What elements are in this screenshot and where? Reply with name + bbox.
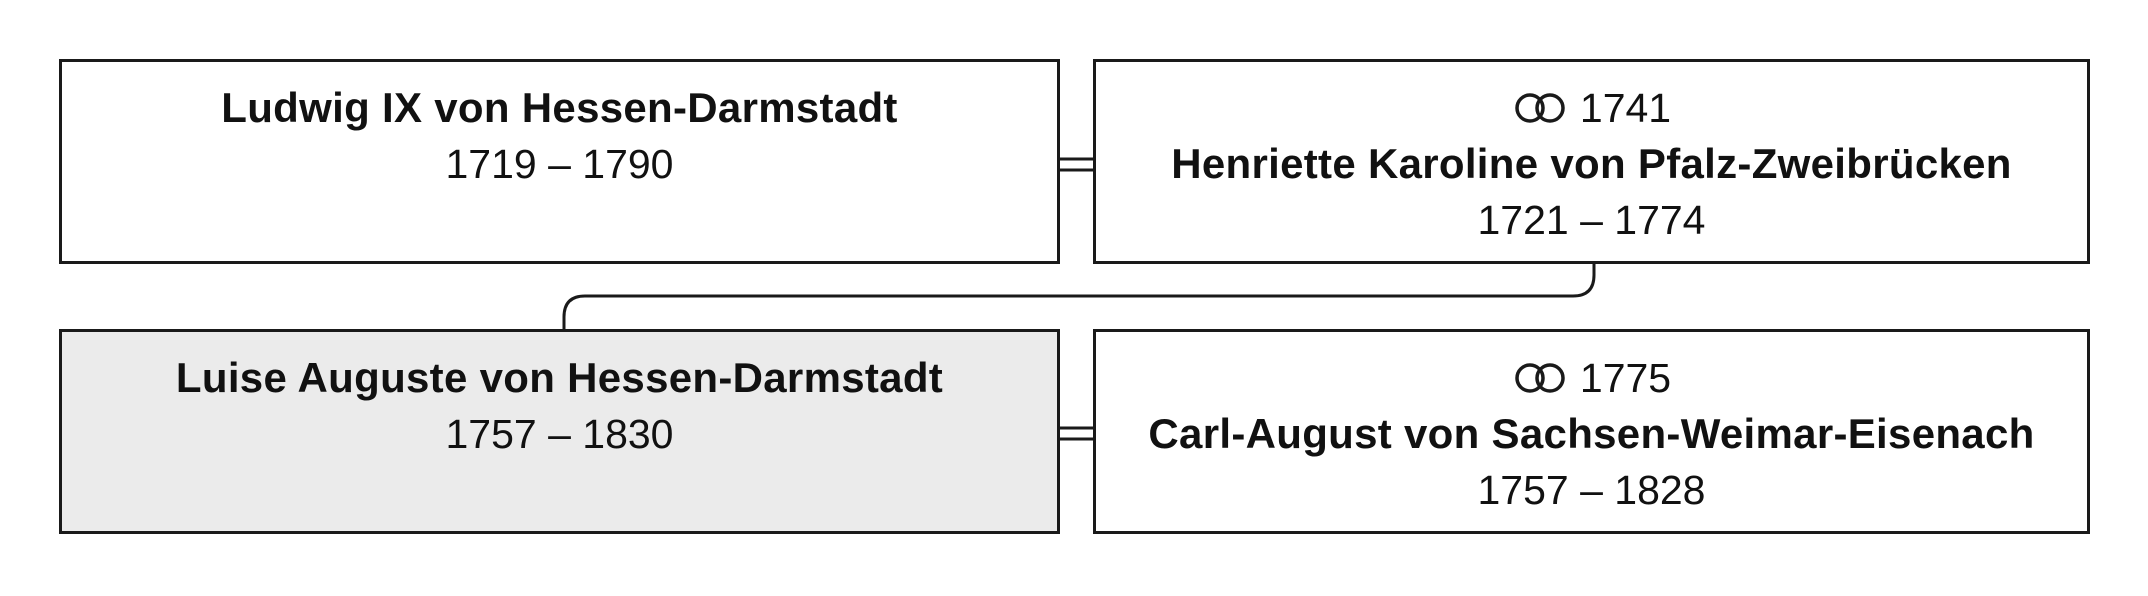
person-box-mother[interactable]: 1741 Henriette Karoline von Pfalz-Zweibr… [1093,59,2090,264]
person-dates: 1757 – 1830 [445,411,674,457]
marriage-year: 1741 [1579,85,1672,131]
marriage-info: 1775 [1512,350,1671,406]
person-name: Luise Auguste von Hessen-Darmstadt [175,354,944,401]
descent-line [562,264,1596,329]
marriage-link-subject [1060,426,1093,441]
person-dates: 1757 – 1828 [1477,467,1706,513]
person-box-subject[interactable]: Luise Auguste von Hessen-Darmstadt 1757 … [59,329,1060,534]
person-name: Carl-August von Sachsen-Weimar-Eisenach [1148,410,2035,457]
wedding-rings-icon [1515,363,1565,393]
marriage-year: 1775 [1579,355,1672,401]
person-box-spouse[interactable]: 1775 Carl-August von Sachsen-Weimar-Eise… [1093,329,2090,534]
person-box-father[interactable]: Ludwig IX von Hessen-Darmstadt 1719 – 17… [59,59,1060,264]
person-name: Henriette Karoline von Pfalz-Zweibrücken [1171,140,2012,187]
wedding-rings-icon [1515,93,1565,123]
marriage-link-parents [1060,157,1093,172]
person-dates: 1719 – 1790 [445,141,674,187]
person-name: Ludwig IX von Hessen-Darmstadt [221,84,898,131]
marriage-info: 1741 [1512,80,1671,136]
person-dates: 1721 – 1774 [1477,197,1706,243]
